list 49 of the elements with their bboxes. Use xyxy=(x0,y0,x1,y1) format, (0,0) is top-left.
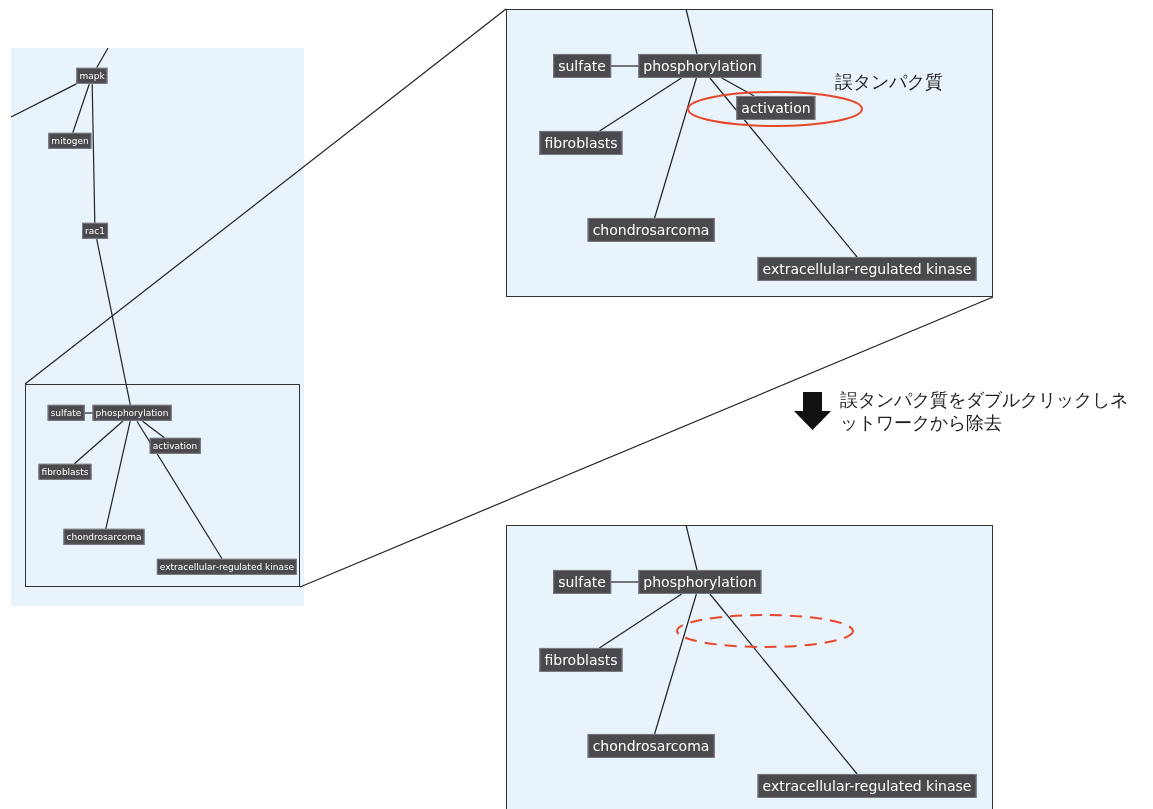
connector-line xyxy=(654,593,697,735)
connector-line xyxy=(10,83,77,118)
connector-line xyxy=(610,65,639,67)
connector-line xyxy=(136,420,223,560)
connector-line xyxy=(685,524,698,571)
term-box: chondrosarcoma xyxy=(587,217,715,243)
connector-line xyxy=(709,593,858,775)
zoom-line xyxy=(24,8,507,385)
step-note: 誤タンパク質をダブルクリックしネットワークから除去 xyxy=(840,388,1129,435)
term-box: chondrosarcoma xyxy=(63,528,145,546)
term-box: activation xyxy=(149,437,201,455)
connector-line xyxy=(721,77,755,97)
connector-line xyxy=(73,420,124,465)
connector-line xyxy=(105,420,131,530)
term-box: fibroblasts xyxy=(539,130,623,156)
zoom-line xyxy=(299,296,994,588)
term-box: activation xyxy=(736,95,816,121)
term-box: extracellular-regulated kinase xyxy=(757,256,977,282)
connector-line xyxy=(96,47,109,69)
term-box: rac1 xyxy=(82,222,108,240)
term-box: chondrosarcoma xyxy=(587,733,715,759)
connector-line xyxy=(72,83,90,134)
term-box: phosphorylation xyxy=(92,404,172,422)
term-box: extracellular-regulated kinase xyxy=(757,773,977,799)
zoom-frame xyxy=(25,384,300,587)
connector-line xyxy=(598,593,683,649)
connector-line xyxy=(91,83,96,224)
connector-line xyxy=(610,581,639,583)
connector-line xyxy=(654,77,697,219)
term-box: mitogen xyxy=(48,132,92,150)
term-box: sulfate xyxy=(553,569,611,595)
term-box: sulfate xyxy=(47,404,85,422)
network-panel xyxy=(506,9,993,297)
term-box: extracellular-regulated kinase xyxy=(156,558,298,576)
connector-line xyxy=(685,8,698,55)
term-box: phosphorylation xyxy=(638,569,762,595)
term-box: fibroblasts xyxy=(539,647,623,673)
term-box: mapk xyxy=(76,67,108,85)
connector-line xyxy=(142,420,165,439)
connector-line xyxy=(599,77,682,132)
connector-line xyxy=(709,77,858,258)
term-box: sulfate xyxy=(553,53,611,79)
network-panel xyxy=(11,48,304,606)
annotation-label: 誤タンパク質 xyxy=(835,70,943,94)
term-box: phosphorylation xyxy=(638,53,762,79)
connector-line xyxy=(96,238,131,406)
network-panel xyxy=(506,525,993,809)
term-box: fibroblasts xyxy=(38,463,92,481)
connector-line xyxy=(83,412,94,414)
